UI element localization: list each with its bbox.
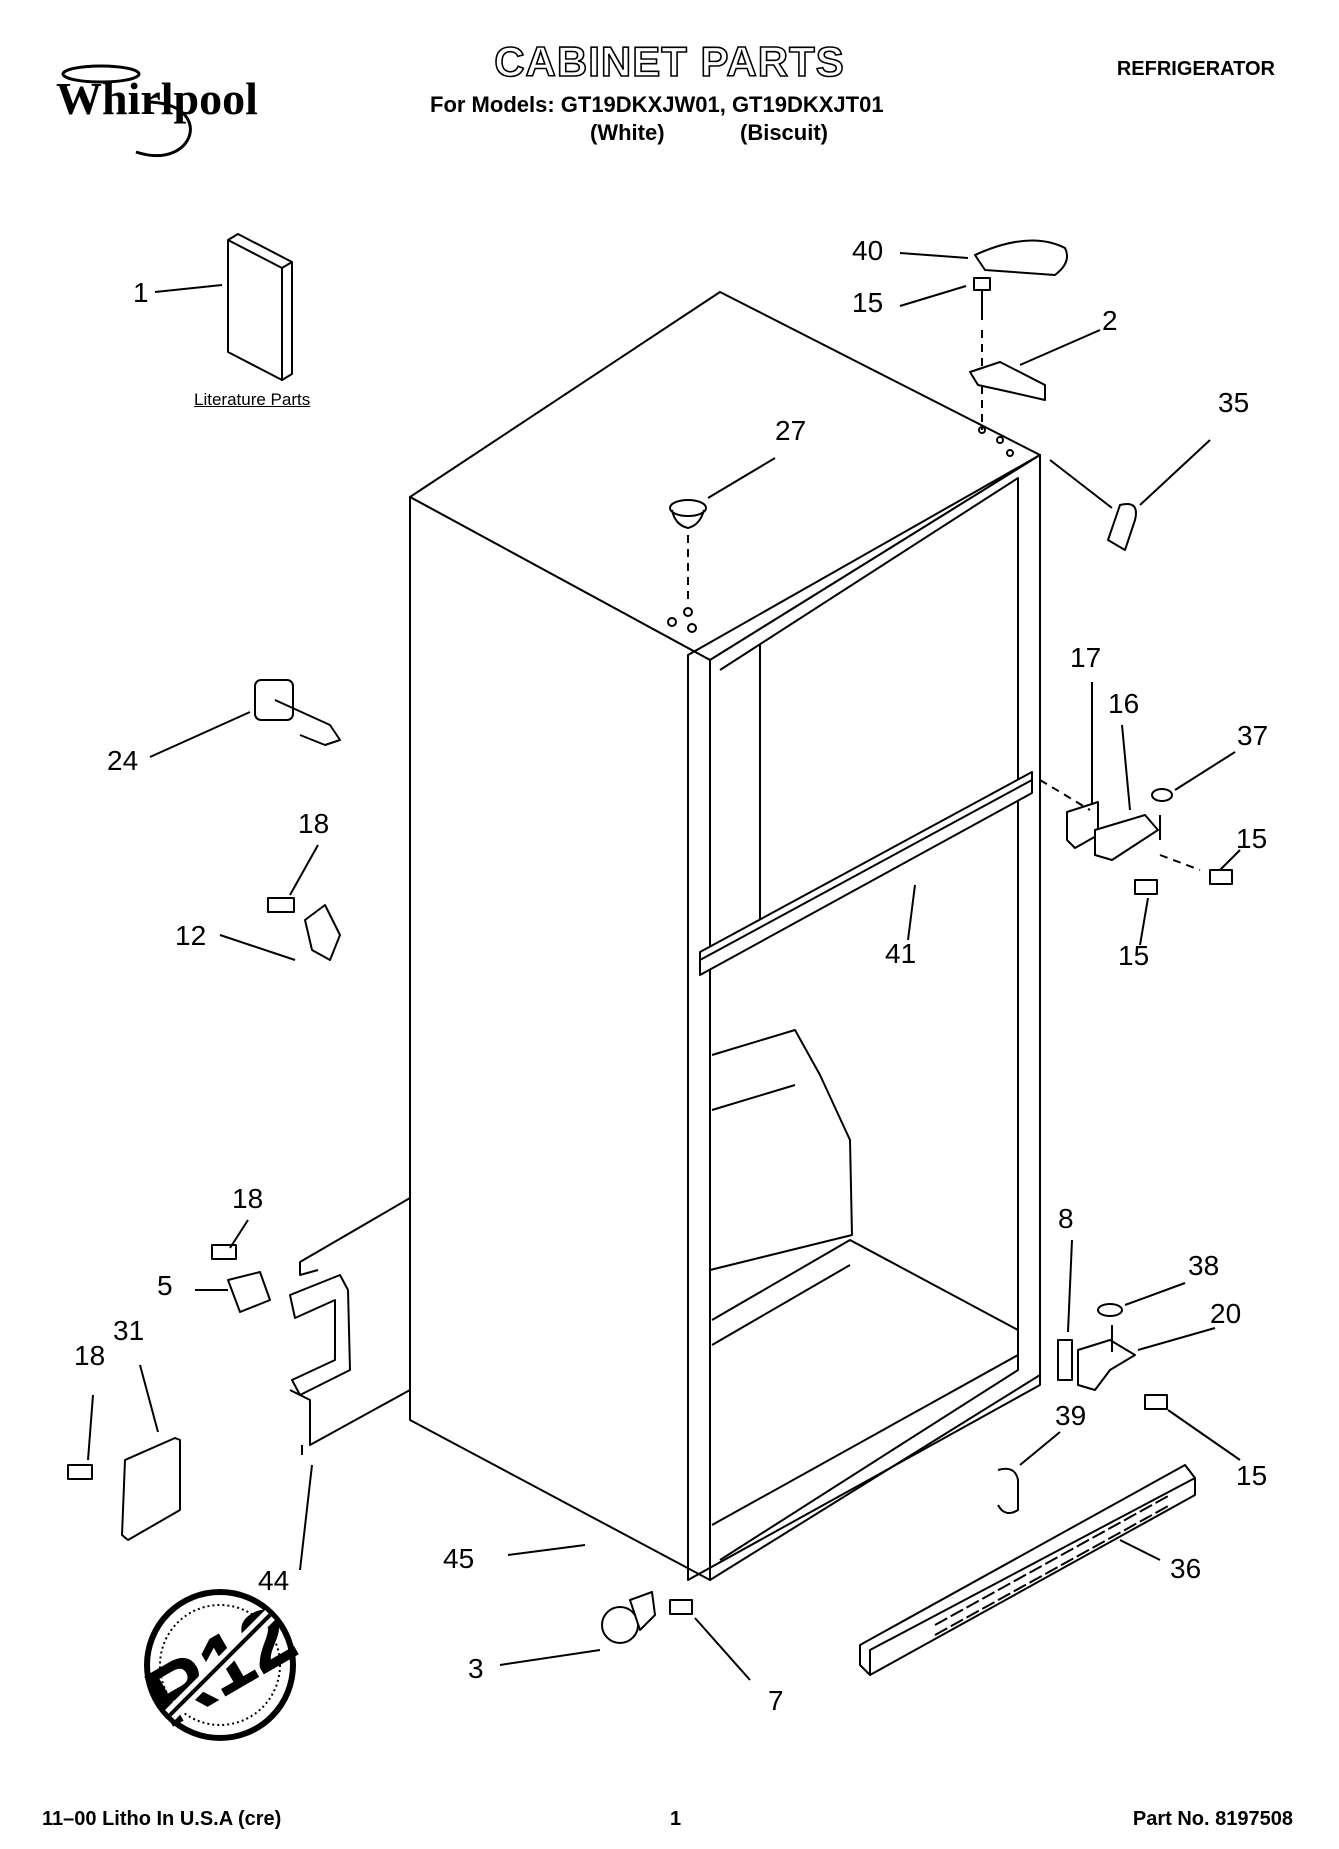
part-38-washer bbox=[1097, 1303, 1123, 1317]
callout-35: 35 bbox=[1218, 387, 1249, 418]
callout-40: 40 bbox=[852, 235, 883, 266]
callout-27: 27 bbox=[775, 415, 806, 446]
brand-wordmark: Whirlpool bbox=[56, 73, 258, 124]
part-15-top-screw bbox=[973, 277, 991, 430]
callout-44: 44 bbox=[258, 1565, 289, 1596]
callout-15-bottom: 15 bbox=[1236, 1460, 1267, 1491]
cabinet-body bbox=[409, 291, 1041, 1581]
callout-5: 5 bbox=[157, 1270, 173, 1301]
callout-18-lower: 18 bbox=[74, 1340, 105, 1371]
part-1-literature bbox=[227, 233, 293, 381]
part-41-crossbar bbox=[699, 771, 1033, 976]
part-2-top-hinge bbox=[969, 361, 1046, 401]
callout-15-mid-low: 15 bbox=[1118, 940, 1149, 971]
callout-38: 38 bbox=[1188, 1250, 1219, 1281]
part-39-clip bbox=[997, 1467, 1019, 1515]
part-3-roller bbox=[601, 1591, 656, 1644]
page-title: CABINET PARTS bbox=[493, 37, 845, 86]
footer-part-number: Part No. 8197508 bbox=[1132, 1808, 1293, 1830]
part-27-plug bbox=[667, 499, 707, 633]
callout-45: 45 bbox=[443, 1543, 474, 1574]
callout-16: 16 bbox=[1108, 688, 1139, 719]
callout-18-middle: 18 bbox=[232, 1183, 263, 1214]
callout-8: 8 bbox=[1058, 1203, 1074, 1234]
callout-3: 3 bbox=[468, 1653, 484, 1684]
whirlpool-logo: Whirlpool bbox=[56, 64, 258, 158]
appliance-category: REFRIGERATOR bbox=[1116, 58, 1275, 80]
part-24-bracket bbox=[254, 679, 341, 746]
callout-1: 1 bbox=[133, 277, 149, 308]
footer-litho: 11–00 Litho In U.S.A (cre) bbox=[42, 1808, 282, 1830]
part-44-side-panel bbox=[289, 1197, 411, 1455]
part-31-cover bbox=[67, 1437, 181, 1541]
r12-prohibited-badge: R12 bbox=[130, 1587, 310, 1745]
part-37-washer bbox=[1151, 788, 1173, 802]
models-line: For Models: GT19DKXJW01, GT19DKXJT01 bbox=[430, 92, 884, 117]
callout-labels: 1 2 3 5 7 8 12 15 15 15 15 16 17 18 18 1… bbox=[74, 235, 1268, 1716]
part-5-bracket bbox=[211, 1244, 271, 1313]
callout-39: 39 bbox=[1055, 1400, 1086, 1431]
footer-page-number: 1 bbox=[670, 1808, 682, 1830]
variant-white: (White) bbox=[590, 120, 665, 145]
callout-31: 31 bbox=[113, 1315, 144, 1346]
callout-37: 37 bbox=[1237, 720, 1268, 751]
callout-12: 12 bbox=[175, 920, 206, 951]
callout-41: 41 bbox=[885, 938, 916, 969]
part-40-hinge-cover bbox=[974, 239, 1068, 276]
callout-17: 17 bbox=[1070, 642, 1101, 673]
literature-parts-label: Literature Parts bbox=[194, 390, 311, 409]
callout-20: 20 bbox=[1210, 1298, 1241, 1329]
callout-15-mid-right: 15 bbox=[1236, 823, 1267, 854]
callout-18-upper: 18 bbox=[298, 808, 329, 839]
variant-biscuit: (Biscuit) bbox=[740, 120, 828, 145]
leader-lines bbox=[87, 252, 1241, 1681]
callout-7: 7 bbox=[768, 1685, 784, 1716]
callout-15-top: 15 bbox=[852, 287, 883, 318]
callout-36: 36 bbox=[1170, 1553, 1201, 1584]
part-16-center-hinge bbox=[1094, 814, 1161, 861]
callout-2: 2 bbox=[1102, 305, 1118, 336]
part-15-mid-screw-a bbox=[1209, 869, 1233, 885]
part-35-cap bbox=[1107, 503, 1137, 551]
part-12-clip bbox=[267, 897, 341, 961]
part-36-toe-grille bbox=[859, 1464, 1196, 1676]
part-15-mid-screw-b bbox=[1134, 879, 1158, 895]
part-15-bottom-screw bbox=[1144, 1394, 1168, 1410]
part-17-hinge-plate bbox=[1066, 801, 1099, 849]
part-20-bottom-hinge bbox=[1077, 1325, 1136, 1391]
part-7-screw bbox=[669, 1599, 693, 1615]
callout-24: 24 bbox=[107, 745, 138, 776]
part-8-shim bbox=[1057, 1339, 1073, 1381]
